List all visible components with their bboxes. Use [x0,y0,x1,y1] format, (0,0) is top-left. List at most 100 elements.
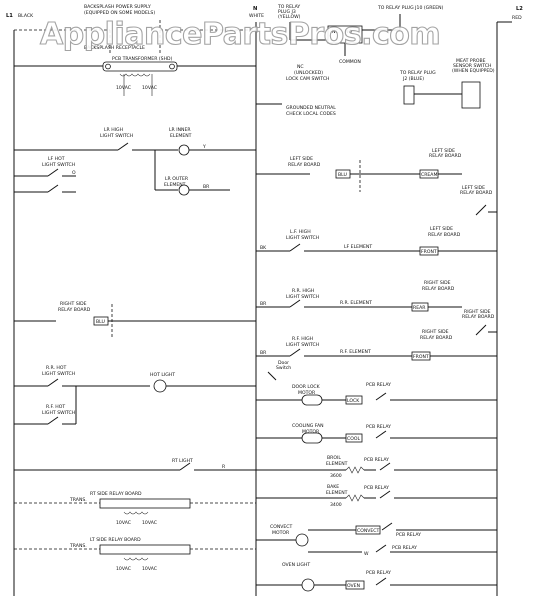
lf-high-label: L.F. HIGH [290,229,311,235]
left-side-right-label: LEFT SIDE [462,185,485,191]
cooling-fan-relay-contact [375,430,387,439]
rr-wire-tag-br: BR [260,301,267,307]
convect-low-contact [375,544,387,553]
lr-high-switch-blade [117,142,129,151]
pcb-transformer [102,61,178,72]
relay-plug-j3-label: TO RELAY [277,4,300,10]
wire-tag-front: FRONT [421,249,437,255]
rr-hot-label: R.R. HOT [46,365,67,371]
grounded-neutral-label: GROUNDED NEUTRAL [286,105,336,111]
hot-light-label: HOT LIGHT [150,372,175,378]
rt-light-blade [179,462,191,471]
rt-light-label: RT LIGHT [172,458,193,464]
pcb-transformer-label: PCB TRANSFORMER (SHD) [112,56,173,62]
wire-tag-cream: CREAM [421,172,437,178]
wire-tag-o: O [72,170,76,176]
wire-tag-cool: COOL [347,436,360,442]
lt-trans-coil [123,557,149,561]
door-lock-motor [301,394,323,406]
right-side-low-label-2: RELAY BOARD [420,335,453,341]
rt-trans-10vac-a: 10VAC [116,520,131,526]
right-side-edge-label: RIGHT SIDE [464,309,491,315]
bake-wattage: 3400 [330,502,342,508]
oven-light-label: OVEN LIGHT [282,562,310,568]
right-side-relay-label: RIGHT SIDE [60,301,87,307]
hot-light-lamp [153,379,167,393]
transformer-10vac-b: 10VAC [142,85,157,91]
l1-label: L1 [6,13,13,19]
rf-high-blade [289,348,301,357]
n-sub-label: WHITE [249,13,264,19]
transformer-10vac-a: 10VAC [116,85,131,91]
rr-high-blade [289,299,301,308]
rt-trans-plug [99,498,191,509]
door-lock-label: DOOR LOCK [292,384,321,390]
broil-element-label: BROIL [327,455,341,461]
backsplash-power-label: BACKSPLASH POWER SUPPLY [84,4,151,10]
pcb-relay-bake-label: PCB RELAY [364,485,389,491]
relay-plug-j2-connector [403,85,415,105]
lr-high-switch-label: LR HIGH [104,127,123,133]
wire-tag-blu: BLU [338,172,347,178]
lr-high-switch-label-2: LIGHT SWITCH [100,133,133,139]
lf-high-blade [289,243,301,252]
lf-high-label-2: LIGHT SWITCH [286,235,319,241]
lr-outer-element-label-2: ELEMENT [164,182,186,188]
rf-high-label: R.F. HIGH [292,336,313,342]
lt-trans-10vac-a: 10VAC [116,566,131,572]
rf-hot-blade [47,416,59,425]
lt-trans-10vac-b: 10VAC [142,566,157,572]
transformer-terminal-right [169,63,175,70]
right-side-mid-label: RIGHT SIDE [424,280,451,286]
broil-element-label-2: ELEMENT [326,461,348,467]
wire-tag-front-2: FRONT [413,354,429,360]
appliancepartspros-watermark: AppliancePartsPros.com [40,17,440,52]
convect-motor-label: CONVECT [270,524,293,530]
lt-side-relay-label: LT SIDE RELAY BOARD [90,537,141,543]
n-label: N [253,6,257,12]
rf-hot-label-2: LIGHT SWITCH [42,410,75,416]
lr-outer-element [178,184,190,196]
rt-side-relay-label: RT SIDE RELAY BOARD [90,491,142,497]
wire-tag-y: Y [202,144,206,150]
l2-sub-label: RED [512,15,522,21]
pcb-relay-cool-label: PCB RELAY [366,424,391,430]
broil-element [345,466,365,474]
left-side-low-label-2: RELAY BOARD [428,232,461,238]
pcb-relay-broil-label: PCB RELAY [364,457,389,463]
wire-tag-rear: REAR [413,305,426,311]
left-side-right-label-2: RELAY BOARD [460,190,493,196]
wire-tag-r: R [222,464,226,470]
cooling-fan-label-2: MOTOR [302,429,320,435]
bake-element [345,494,365,502]
lock-cam-common-label: COMMON [339,59,361,65]
lf-hot-label: LF HOT [48,156,65,162]
rr-high-label-2: LIGHT SWITCH [286,294,319,300]
lr-inner-element [178,144,190,156]
meat-probe-label-3: (WHEN EQUIPPED) [452,68,495,74]
rf-wire-tag-br: BR [260,350,267,356]
rr-high-label: R.R. HIGH [292,288,314,294]
oven-light-plug [345,580,365,590]
wire-tag-lock: LOCK [347,398,360,404]
lt-trans-plug [99,544,191,555]
relay-plug-j10-label: TO RELAY PLUG J10 (GREEN) [377,5,444,11]
rf-high-label-2: LIGHT SWITCH [286,342,319,348]
pcb-relay-oven-label: PCB RELAY [366,570,391,576]
left-side-small-label-2: RELAY BOARD [429,153,462,159]
lf-hot-label-2: LIGHT SWITCH [42,162,75,168]
rt-trans-coil [123,511,149,515]
door-switch-blade [267,371,277,381]
cooling-fan-motor [301,432,323,444]
wire-tag-oven: OVEN [347,583,360,589]
right-side-mid-label-2: RELAY BOARD [422,286,455,292]
rr-relay-contact [475,324,487,336]
rf-element-label: R.F. ELEMENT [340,349,371,355]
broil-wattage: 3600 [330,473,342,479]
rt-trans-10vac-b: 10VAC [142,520,157,526]
bake-element-label: BAKE [327,484,339,490]
convect-plug [355,525,381,535]
pcb-relay-lock-label: PCB RELAY [366,382,391,388]
rf-hot-label: R.F. HOT [46,404,65,410]
